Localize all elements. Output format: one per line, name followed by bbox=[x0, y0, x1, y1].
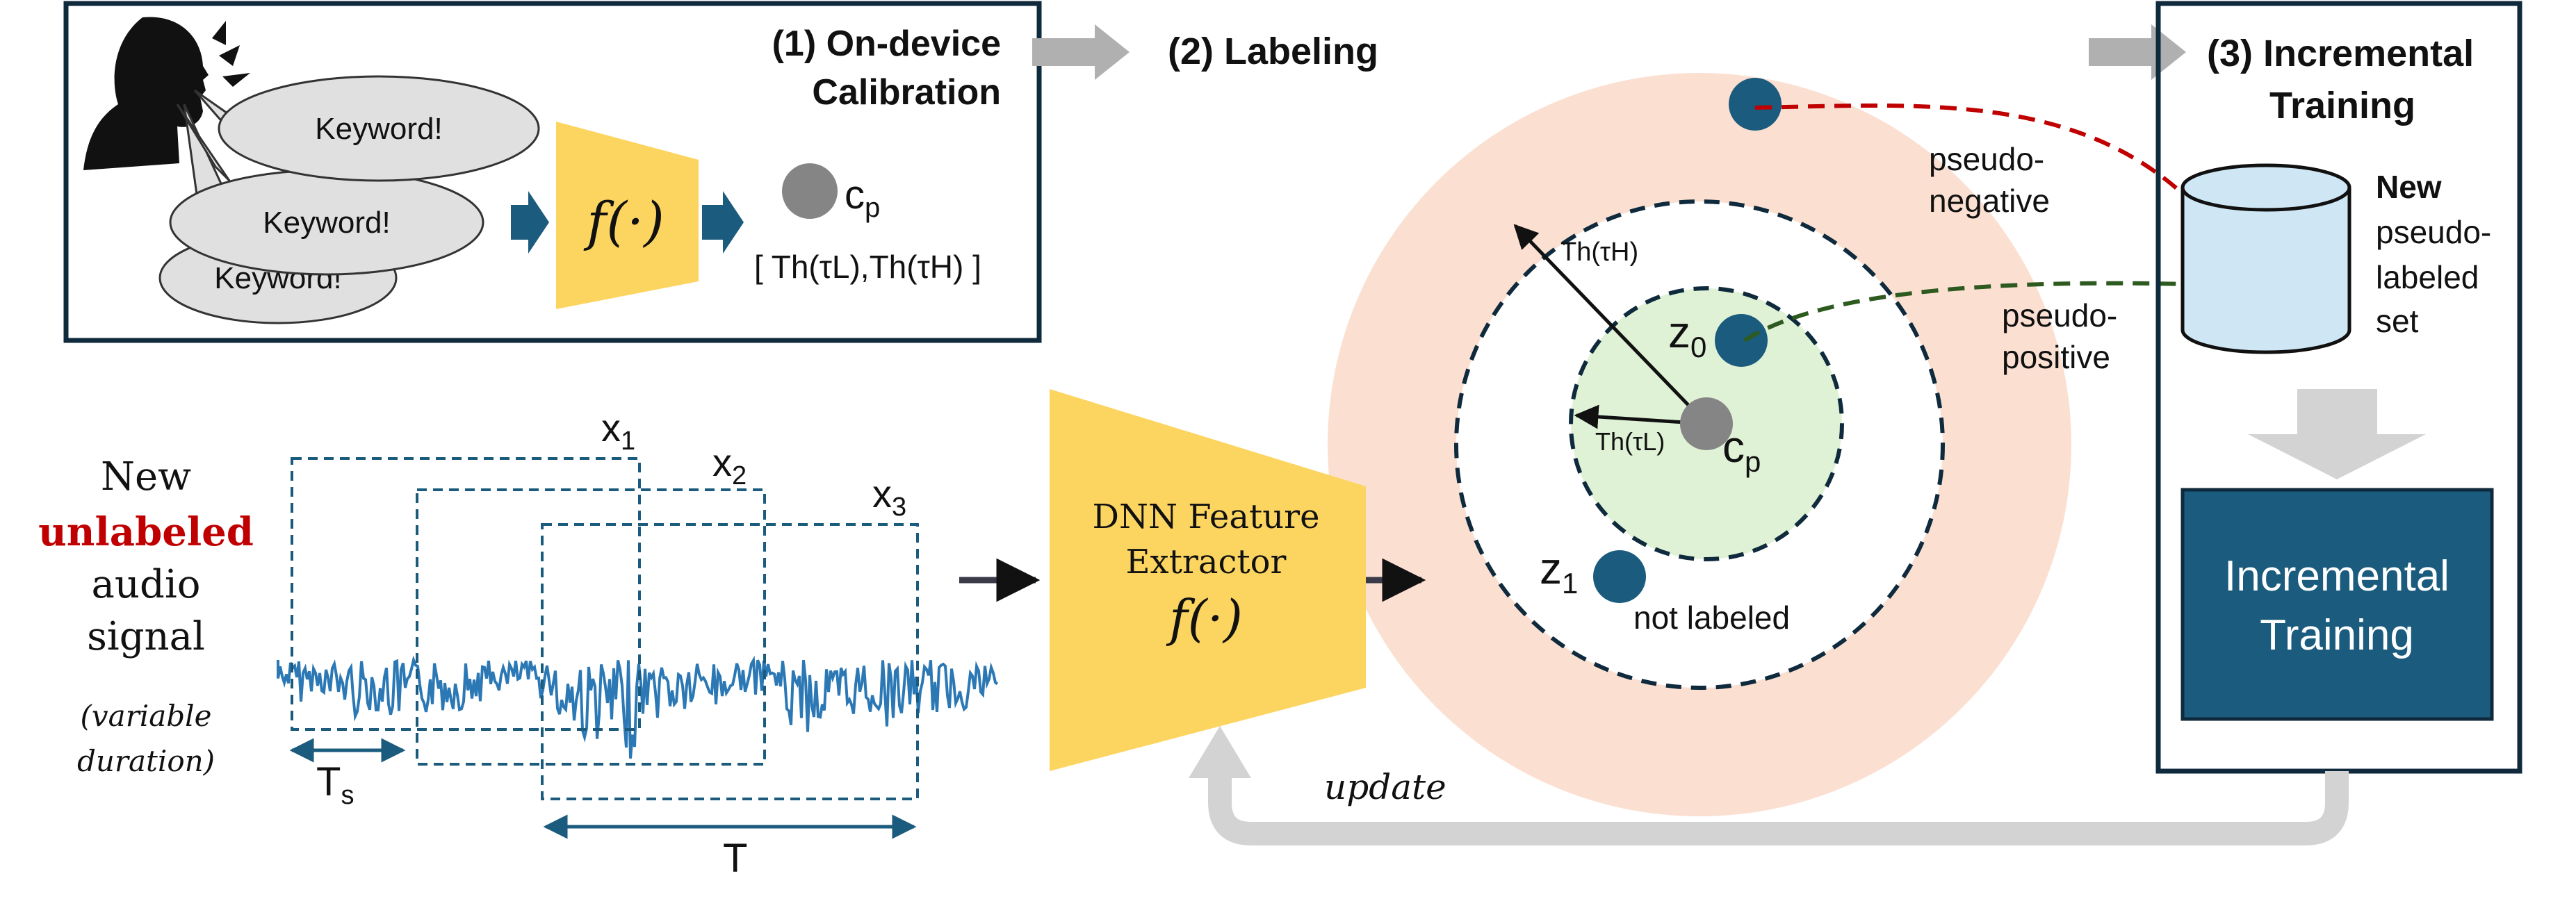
input-note-line2: duration) bbox=[77, 744, 215, 778]
database-icon bbox=[2180, 163, 2351, 354]
window-x1 bbox=[291, 457, 641, 731]
th-high-radius bbox=[1513, 224, 1708, 425]
prototype-dot bbox=[782, 163, 838, 219]
training-title-line2: Training bbox=[2269, 85, 2415, 126]
input-signal: New unlabeled audio signal (variable dur… bbox=[38, 406, 1041, 881]
dnn-extractor: DNN Feature Extractor f(·) bbox=[1050, 389, 1366, 771]
negative-sample-dot bbox=[1729, 78, 1782, 131]
dnn-extractor-shape bbox=[1050, 389, 1366, 771]
not-labeled-text: not labeled bbox=[1633, 600, 1790, 636]
th-low-label: Th(τL) bbox=[1595, 427, 1665, 456]
negative-dashed-arrow bbox=[1754, 103, 2217, 230]
update-loop-path bbox=[1208, 771, 2349, 845]
arrow-to-prototype bbox=[702, 191, 744, 254]
window-x2-label: x2 bbox=[712, 440, 747, 490]
arrow-stage1-to-stage2 bbox=[1032, 24, 1130, 80]
center-prototype-label: cp bbox=[1722, 422, 1761, 478]
set-label-line2: pseudo- bbox=[2376, 214, 2491, 250]
update-label: update bbox=[1324, 767, 1446, 807]
extractor-line1: DNN Feature bbox=[1093, 497, 1320, 536]
pseudo-negative-label-2: negative bbox=[1929, 183, 2050, 219]
ts-label: Ts bbox=[316, 759, 354, 810]
z0-label: z0 bbox=[1668, 307, 1706, 363]
labeling-space: Th(τH) Th(τL) cp z0 z1 not labeled pseud… bbox=[1328, 73, 2223, 816]
window-x3-label: x3 bbox=[872, 472, 906, 522]
center-prototype-dot bbox=[1680, 397, 1733, 450]
keyword-bubble-1 bbox=[218, 75, 540, 182]
calibration-title-line1: (1) On-device bbox=[772, 24, 1001, 64]
window-x1-label: x1 bbox=[601, 406, 635, 456]
calibration-panel: Keyword! Keyword! Keyword! f(·) cp [ Th(… bbox=[63, 1, 1042, 343]
set-label-line4: set bbox=[2376, 303, 2419, 339]
training-title-line1: (3) Incremental bbox=[2207, 33, 2474, 74]
arrow-to-encoder bbox=[511, 191, 549, 254]
training-box-line2: Training bbox=[2260, 611, 2414, 659]
th-high-label: Th(τH) bbox=[1560, 238, 1638, 267]
calibration-encoder-label: f(·) bbox=[583, 190, 665, 252]
window-x3 bbox=[541, 523, 919, 800]
update-arrowhead bbox=[1189, 726, 1251, 778]
keyword-bubble-2-text: Keyword! bbox=[263, 206, 390, 240]
extractor-func-label: f(·) bbox=[1166, 589, 1243, 647]
t-label: T bbox=[723, 836, 747, 881]
input-label-line2: unlabeled bbox=[38, 509, 254, 555]
keyword-bubbles: Keyword! Keyword! Keyword! bbox=[158, 75, 540, 324]
training-panel: (3) Incremental Training New pseudo- lab… bbox=[2155, 1, 2522, 774]
prototype-label: cp bbox=[845, 172, 880, 223]
threshold-range: [ Th(τL),Th(τH) ] bbox=[754, 249, 981, 285]
keyword-bubble-1-text: Keyword! bbox=[315, 112, 442, 146]
input-label-line3: audio bbox=[92, 562, 201, 607]
set-label-line1: New bbox=[2376, 169, 2442, 205]
incremental-training-box bbox=[2180, 488, 2494, 721]
calibration-title-line2: Calibration bbox=[812, 72, 1001, 113]
pseudo-positive-label-2: positive bbox=[2002, 339, 2110, 375]
calibration-encoder bbox=[556, 122, 699, 309]
input-note-line1: (variable bbox=[81, 699, 212, 733]
arrow-stage2-to-stage3 bbox=[2089, 24, 2186, 80]
positive-dashed-arrow bbox=[1743, 272, 2223, 342]
speaker-silhouette-icon bbox=[83, 17, 250, 170]
pseudo-negative-label-1: pseudo- bbox=[1929, 141, 2044, 177]
window-x2 bbox=[416, 488, 766, 766]
update-loop: update bbox=[1189, 726, 2349, 845]
training-box-line1: Incremental bbox=[2224, 552, 2449, 600]
z1-sample-dot bbox=[1593, 550, 1646, 603]
set-label-line3: labeled bbox=[2376, 259, 2479, 295]
extractor-line2: Extractor bbox=[1126, 543, 1287, 581]
audio-waveform bbox=[277, 655, 999, 759]
labeling-title: (2) Labeling bbox=[1168, 31, 1378, 72]
pseudo-positive-label-1: pseudo- bbox=[2002, 297, 2117, 333]
z1-label: z1 bbox=[1540, 543, 1578, 600]
input-label-line1: New bbox=[101, 454, 191, 500]
input-label-line4: signal bbox=[87, 614, 205, 659]
z0-sample-dot bbox=[1715, 314, 1768, 367]
down-arrow-to-training bbox=[2248, 389, 2426, 479]
